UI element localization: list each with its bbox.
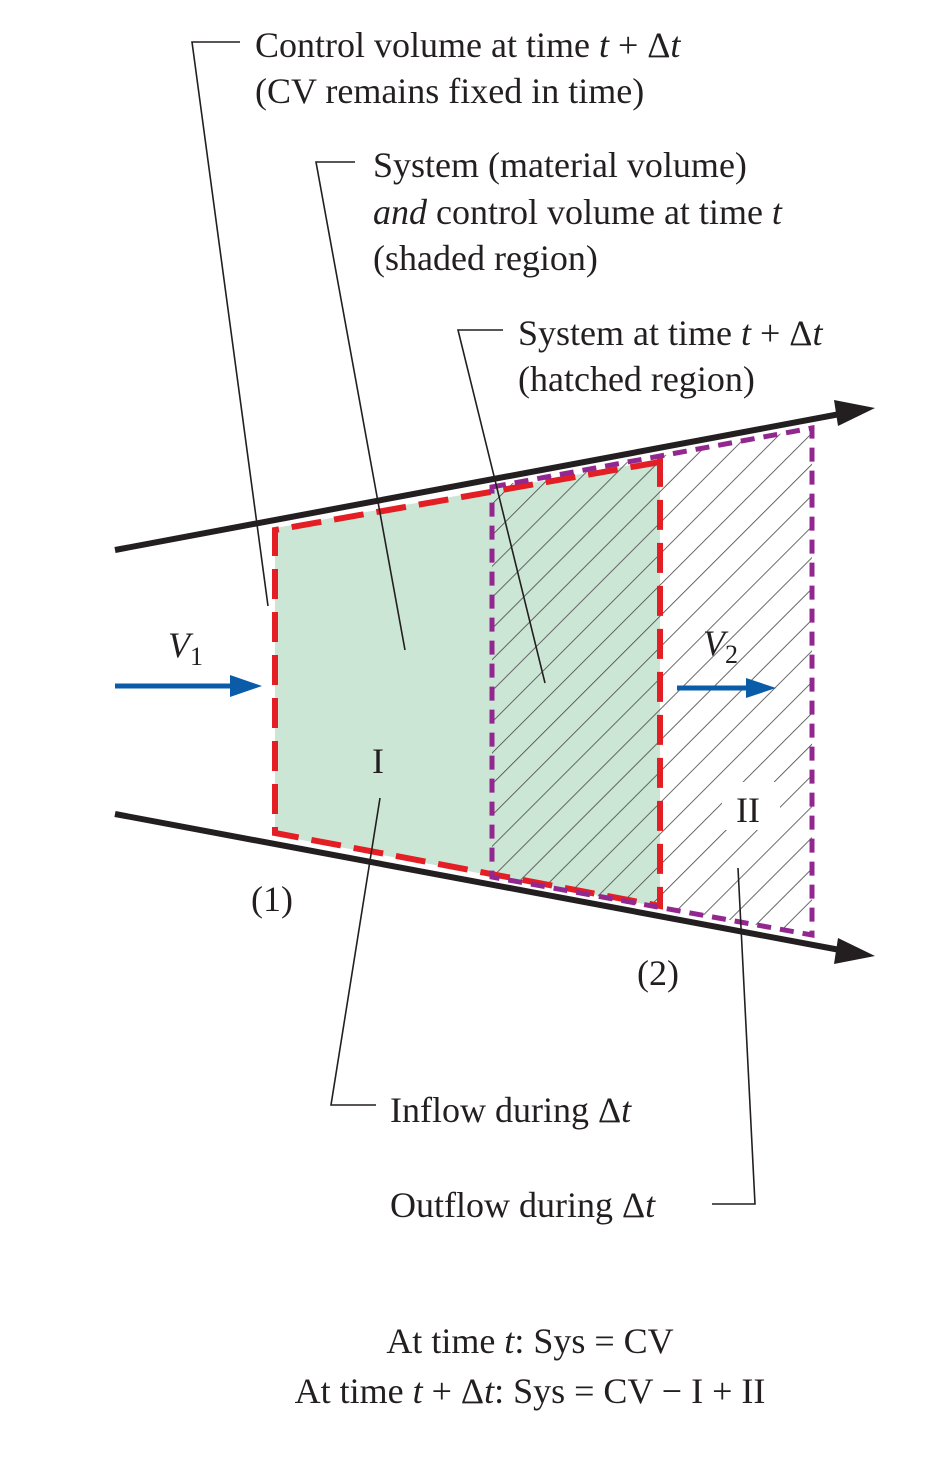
- outflow-label: Outflow during Δt: [390, 1185, 656, 1225]
- section-1-label: (1): [251, 879, 293, 919]
- system-label-line1: System (material volume): [373, 145, 747, 185]
- inflow-label: Inflow during Δt: [390, 1090, 632, 1130]
- outflow-leader-line: [712, 867, 756, 1205]
- hatched-label-line1: System at time t + Δt: [518, 313, 823, 353]
- equation-time-t: At time t: Sys = CV: [386, 1321, 673, 1361]
- section-2-label: (2): [637, 953, 679, 993]
- cv-label-line2: (CV remains fixed in time): [255, 71, 644, 111]
- region-I-label: I: [372, 741, 384, 781]
- v2-label: V2: [703, 623, 738, 669]
- v1-label: V1: [168, 625, 203, 671]
- system-label-line2: and control volume at time t: [373, 192, 783, 232]
- control-volume-boundary: [272, 455, 663, 910]
- system-boundary: [489, 424, 815, 938]
- hatched-label-line2: (hatched region): [518, 359, 755, 399]
- upper-wall-arrowhead: [834, 400, 875, 426]
- cv-label-line1: Control volume at time t + Δt: [255, 25, 681, 65]
- cv-leader-line: [191, 41, 269, 607]
- v1-arrowhead: [230, 675, 262, 697]
- inflow-leader-line: [330, 797, 381, 1106]
- system-label-line3: (shaded region): [373, 238, 598, 278]
- equation-time-t-plus-dt: At time t + Δt: Sys = CV − I + II: [295, 1371, 766, 1411]
- region-II-background: [722, 782, 780, 830]
- hatched-leader-line: [456, 329, 546, 684]
- v2-arrowhead: [746, 678, 776, 698]
- region-II-label: II: [736, 790, 760, 830]
- lower-wall: [114, 811, 841, 953]
- system-leader-line: [315, 161, 406, 651]
- lower-wall-arrowhead: [834, 938, 875, 964]
- upper-wall: [114, 411, 841, 553]
